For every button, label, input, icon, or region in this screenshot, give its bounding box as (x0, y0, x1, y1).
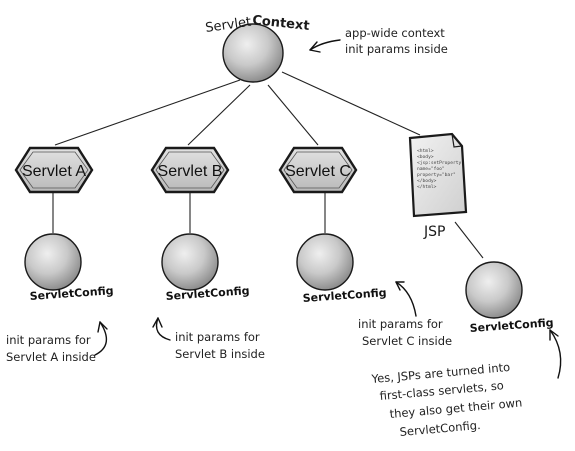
servlet-b-note-line-2: Servlet B inside (175, 347, 265, 361)
servlet-a-node: Servlet A (14, 146, 94, 194)
jsp-code-line-3: <jsp:setProperty (417, 160, 461, 166)
jsp-note-line-4: ServletConfig. (399, 418, 481, 439)
jsp-note-arrow (549, 329, 562, 379)
edge-context-servlet-c (267, 84, 319, 146)
servlet-a-config-label: ServletConfig (29, 284, 114, 303)
jsp-code: <html> <body> <jsp:setProperty name="foo… (417, 148, 461, 190)
servlet-c-config-label: ServletConfig (302, 286, 387, 305)
servlet-b-node: Servlet B (150, 146, 230, 194)
servlet-b-config-label: ServletConfig (165, 284, 250, 303)
servlet-c-note-line-2: Servlet C inside (362, 334, 452, 348)
context-note-line-1: app-wide context (345, 26, 445, 40)
jsp-code-line-5: property="bar" (417, 172, 456, 178)
servlet-a-label: Servlet A (22, 163, 86, 180)
context-edges (54, 71, 421, 146)
servlet-a-note-arrow (94, 321, 108, 356)
jsp-label: JSP (423, 224, 445, 240)
servlet-a-note: init params for Servlet A inside (6, 321, 108, 364)
servlet-b-note-arrowhead (152, 317, 163, 328)
jsp-config: ServletConfig (465, 261, 554, 335)
servlet-b-note-arrow (155, 317, 171, 341)
edge-context-jsp (281, 71, 421, 136)
edge-context-servlet-b (187, 84, 251, 146)
servlet-c-note: init params for Servlet C inside (358, 281, 452, 348)
jsp-page-icon (408, 132, 468, 218)
edge-context-servlet-a (54, 79, 241, 146)
servlet-c-note-line-1: init params for (358, 317, 443, 331)
jsp-code-line-7: </html> (417, 184, 437, 190)
jsp-code-line-1: <html> (417, 148, 434, 154)
servlet-a-note-line-2: Servlet A inside (6, 350, 96, 364)
jsp-code-line-6: </body> (417, 178, 437, 184)
edge-jsp-config (454, 221, 484, 259)
context-label-servlet: Servlet (204, 15, 252, 36)
jsp-node: <html> <body> <jsp:setProperty name="foo… (408, 132, 468, 240)
servlet-b-note-line-1: init params for (175, 330, 260, 344)
servlet-c-note-arrow (395, 281, 417, 317)
servlet-b-config: ServletConfig (161, 233, 250, 303)
jsp-config-label: ServletConfig (469, 316, 554, 335)
context-note-arrowhead (309, 41, 321, 53)
servlet-c-config: ServletConfig (296, 233, 387, 305)
jsp-code-line-4: name="foo" (417, 166, 445, 172)
config-edges (52, 192, 484, 259)
jsp-code-line-2: <body> (417, 154, 434, 160)
servlet-context-node: Servlet Context (204, 13, 311, 83)
servlet-a-note-line-1: init params for (6, 333, 91, 347)
jsp-note-arrowhead (549, 329, 559, 341)
context-note: app-wide context init params inside (309, 26, 448, 56)
servlet-a-config: ServletConfig (24, 233, 114, 303)
servlet-b-label: Servlet B (158, 163, 223, 180)
servlet-c-label: Servlet C (285, 163, 351, 180)
servlet-b-note: init params for Servlet B inside (152, 317, 265, 361)
context-label-context: Context (252, 13, 311, 34)
context-note-line-2: init params inside (345, 42, 448, 56)
servlet-c-note-arrowhead (395, 281, 405, 291)
servlet-a-note-arrowhead (97, 321, 108, 333)
context-note-arrow (309, 39, 341, 51)
servlet-c-node: Servlet C (278, 146, 358, 194)
